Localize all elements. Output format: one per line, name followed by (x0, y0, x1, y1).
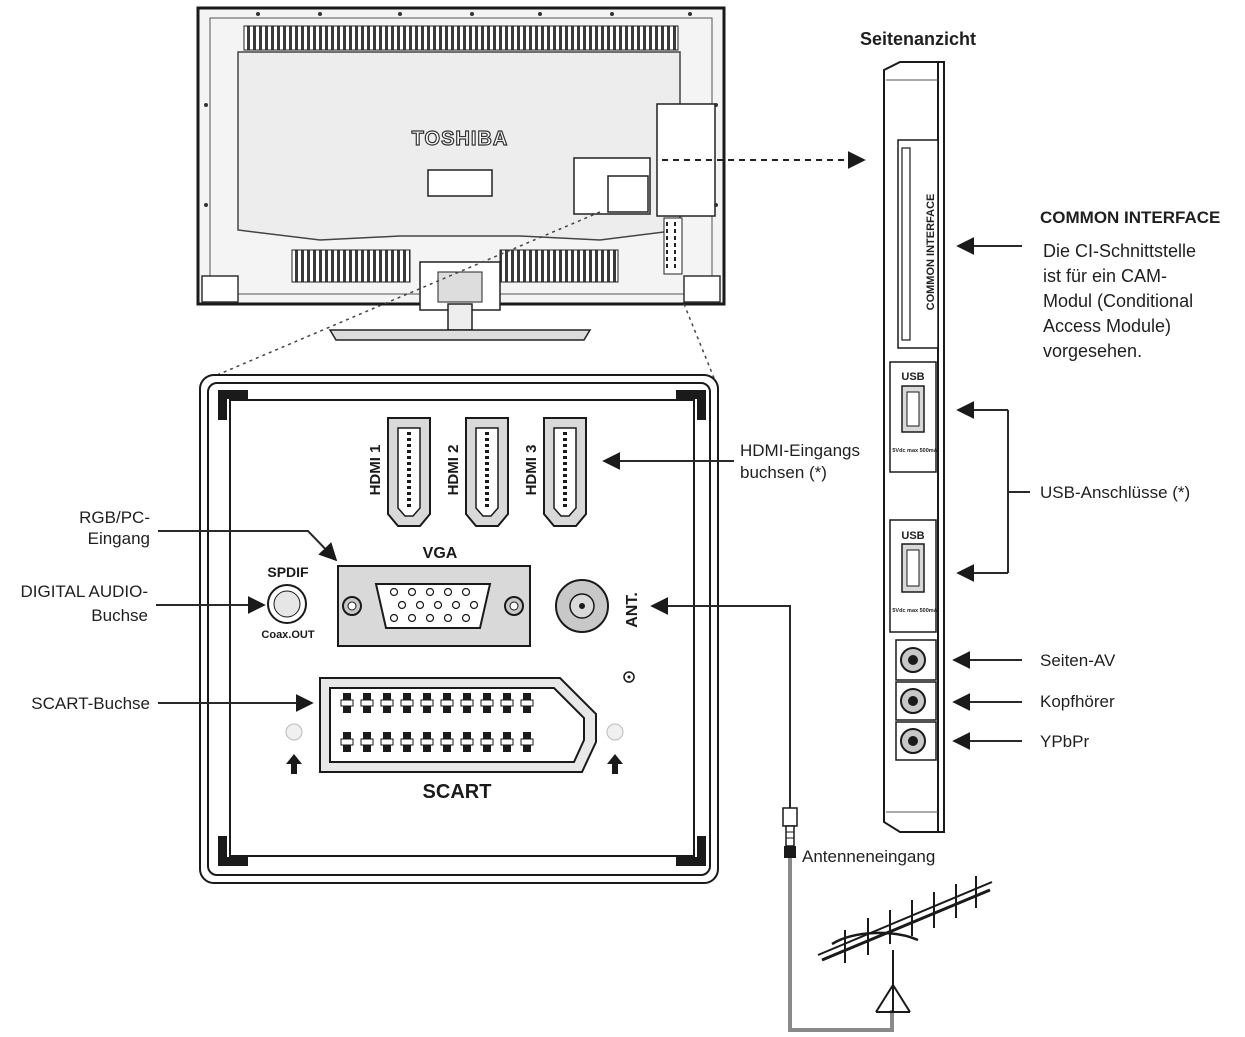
hdmi-port-3: HDMI 3 (523, 417, 587, 527)
brand-logo: TOSHIBA (412, 128, 509, 150)
vga-port (337, 565, 531, 647)
usb-2-rating: 5Vdc max 500mA (892, 608, 937, 614)
headphone-jack (895, 681, 937, 721)
antenna-cable (650, 597, 791, 812)
label-ypbpr: YPbPr (1040, 732, 1089, 751)
side-view-title: Seitenanzicht (860, 29, 976, 49)
hdmi-3-label: HDMI 3 (523, 445, 540, 496)
antenna-lead-wire (788, 858, 894, 1032)
bottom-vent-left (291, 249, 411, 283)
label-usb-anschluesse: USB-Anschlüsse (*) (1040, 483, 1190, 502)
scart-port (319, 677, 597, 773)
label-ci-desc-3: Modul (Conditional (1043, 291, 1193, 311)
label-antenneneingang: Antenneneingang (802, 847, 935, 866)
arrow-rgb-pc (158, 530, 338, 562)
hdmi-port-2: HDMI 2 (445, 417, 509, 527)
label-seiten-av: Seiten-AV (1040, 651, 1116, 670)
spdif-label: SPDIF (267, 564, 309, 580)
usb-1-rating: 5Vdc max 500mA (892, 448, 937, 454)
rear-panel-enlarged: HDMI 1 HDMI 2 HDMI 3 VGA SPDIF (199, 374, 719, 884)
label-ci-desc-1: Die CI-Schnittstelle (1043, 241, 1196, 261)
label-hdmi-line-2: buchsen (*) (740, 463, 827, 482)
bottom-vent-right (499, 249, 619, 283)
svg-text:USB: USB (901, 371, 924, 383)
usb-port-2: USB 5Vdc max 500mA (889, 519, 938, 633)
label-kopfhoerer: Kopfhörer (1040, 692, 1115, 711)
top-vent (243, 25, 679, 51)
ant-label: ANT. (624, 592, 641, 628)
antenna-plug (782, 807, 798, 858)
label-ci-desc-2: ist für ein CAM- (1043, 266, 1167, 286)
label-common-interface-title: COMMON INTERFACE (1040, 208, 1220, 227)
common-interface-slot: COMMON INTERFACE (897, 139, 939, 349)
ypbpr-jack (895, 721, 937, 761)
ground-symbol (623, 671, 635, 683)
tv-rear-view: TOSHIBA (196, 6, 866, 379)
common-interface-slot-label: COMMON INTERFACE (925, 194, 937, 311)
label-scart-buchse: SCART-Buchse (31, 694, 150, 713)
hdmi-port-1: HDMI 1 (367, 417, 431, 527)
antenna-icon (817, 876, 993, 1013)
label-ci-desc-4: Access Module) (1043, 316, 1171, 336)
label-rgb-pc-line-1: RGB/PC- (79, 508, 150, 527)
tv-stand (328, 303, 592, 341)
scart-label: SCART (423, 781, 492, 803)
antenna-port (555, 579, 609, 633)
hdmi-2-label: HDMI 2 (445, 445, 462, 496)
vga-label: VGA (423, 545, 458, 562)
spdif-port (267, 584, 307, 624)
coax-out-label: Coax.OUT (261, 629, 314, 641)
label-digital-audio-line-2: Buchse (91, 606, 148, 625)
scart-locks (285, 723, 624, 774)
label-rgb-pc-line-2: Eingang (88, 529, 150, 548)
svg-text:USB: USB (901, 530, 924, 542)
label-ci-desc-5: vorgesehen. (1043, 341, 1142, 361)
usb-port-1: USB 5Vdc max 500mA (889, 361, 938, 473)
hdmi-1-label: HDMI 1 (367, 445, 384, 496)
side-view: Seitenanzicht COMMON INTERFACE USB 5Vdc … (860, 29, 976, 833)
side-av-jack (895, 639, 937, 681)
label-hdmi-line-1: HDMI-Eingangs (740, 441, 860, 460)
label-digital-audio-line-1: DIGITAL AUDIO- (20, 582, 148, 601)
